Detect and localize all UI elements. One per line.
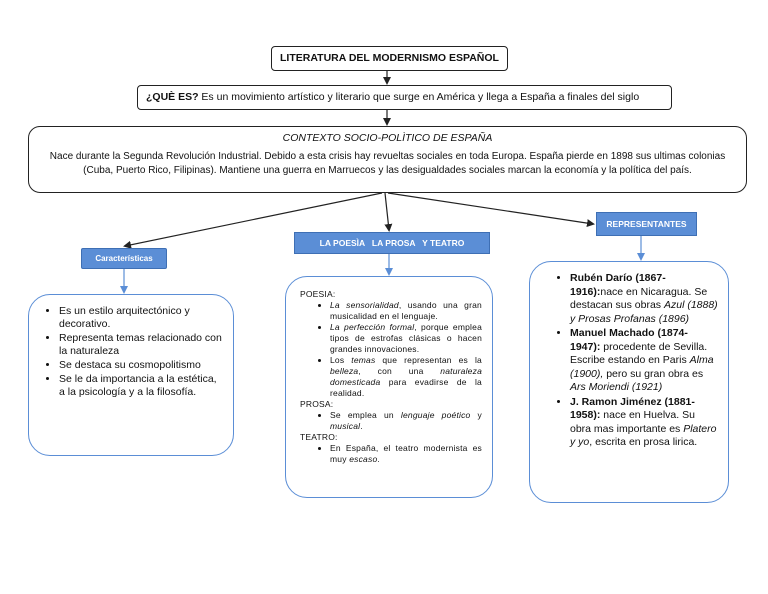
list-item: Manuel Machado (1874-1947): procedente d… bbox=[570, 327, 718, 395]
representantes-tag: REPRESENTANTES bbox=[596, 212, 697, 236]
list-item: Rubén Darío (1867-1916):nace en Nicaragu… bbox=[570, 272, 718, 326]
contexto-title: CONTEXTO SOCIO-POLÌTICO DE ESPAÑA bbox=[282, 132, 493, 144]
representantes-box: Rubén Darío (1867-1916):nace en Nicaragu… bbox=[529, 261, 729, 503]
generos-tag: LA POESÌA LA PROSA Y TEATRO bbox=[294, 232, 490, 254]
poesia-label: POESIA: bbox=[300, 289, 336, 299]
que-es-box: ¿QUÈ ES? Es un movimiento artístico y li… bbox=[137, 85, 672, 110]
contexto-box: CONTEXTO SOCIO-POLÌTICO DE ESPAÑA Nace d… bbox=[28, 126, 747, 193]
teatro-label: TEATRO: bbox=[300, 432, 338, 442]
representantes-list: Rubén Darío (1867-1916):nace en Nicaragu… bbox=[538, 272, 718, 450]
list-item: Es un estilo arquitectónico y decorativo… bbox=[59, 305, 225, 331]
list-item: La perfección formal, porque emplea tipo… bbox=[330, 322, 482, 355]
arrow-to-representantes bbox=[387, 192, 595, 228]
arrow-to-generos bbox=[384, 192, 393, 232]
list-item: En España, el teatro modernista es muy e… bbox=[330, 443, 482, 465]
list-item: La sensorialidad, usando una gran musica… bbox=[330, 300, 482, 322]
list-item: Los temas que representan es la belleza,… bbox=[330, 355, 482, 399]
contexto-text: Nace durante la Segunda Revolución Indus… bbox=[49, 151, 726, 176]
caracteristicas-tag: Características bbox=[81, 248, 167, 269]
list-item: Representa temas relacionado con la natu… bbox=[59, 332, 225, 358]
que-es-label: ¿QUÈ ES? bbox=[146, 91, 199, 103]
prosa-label: PROSA: bbox=[300, 399, 334, 409]
main-title: LITERATURA DEL MODERNISMO ESPAÑOL bbox=[280, 52, 499, 64]
list-item: Se le da importancia a la estética, a la… bbox=[59, 373, 225, 399]
teatro-list: En España, el teatro modernista es muy e… bbox=[300, 443, 482, 465]
main-title-box: LITERATURA DEL MODERNISMO ESPAÑOL bbox=[271, 46, 508, 71]
prosa-list: Se emplea un lenguaje poético y musical. bbox=[300, 410, 482, 432]
poesia-list: La sensorialidad, usando una gran musica… bbox=[300, 300, 482, 399]
list-item: Se emplea un lenguaje poético y musical. bbox=[330, 410, 482, 432]
caracteristicas-box: Es un estilo arquitectónico y decorativo… bbox=[28, 294, 234, 456]
generos-box: POESIA: La sensorialidad, usando una gra… bbox=[285, 276, 493, 498]
arrow-to-caracteristicas bbox=[123, 192, 383, 249]
list-item: Se destaca su cosmopolitismo bbox=[59, 359, 225, 372]
caracteristicas-list: Es un estilo arquitectónico y decorativo… bbox=[37, 305, 225, 399]
que-es-text: Es un movimiento artístico y literario q… bbox=[198, 91, 640, 103]
list-item: J. Ramon Jiménez (1881-1958): nace en Hu… bbox=[570, 396, 718, 450]
